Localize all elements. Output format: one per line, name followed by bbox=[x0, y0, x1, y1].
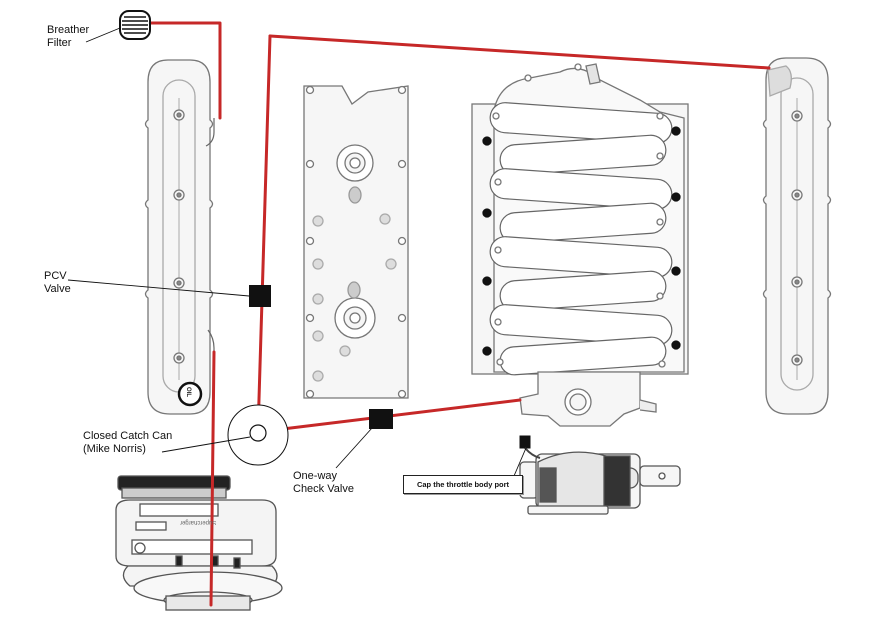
oil-cap-label: OIL bbox=[185, 387, 191, 397]
throttle-body-assembly bbox=[519, 451, 681, 515]
throttle-body-port-cap bbox=[519, 435, 531, 449]
timing-cover bbox=[303, 85, 409, 399]
breather-filter bbox=[119, 10, 151, 40]
breather-filter-label: Breather Filter bbox=[47, 24, 90, 49]
breather-hose bbox=[148, 21, 222, 120]
supercharger bbox=[115, 475, 283, 611]
catch-can-label: Closed Catch Can (Mike Norris) bbox=[83, 430, 173, 455]
supercharger-vent-hose bbox=[209, 350, 216, 607]
intake-manifold bbox=[471, 63, 689, 427]
left-valve-cover bbox=[144, 59, 214, 415]
pcv-valve-label: PCV Valve bbox=[44, 270, 71, 295]
pcv-valve bbox=[249, 285, 271, 307]
supercharger-brand-label: Supercharger bbox=[180, 519, 217, 525]
throttle-body-callout: Cap the throttle body port bbox=[403, 475, 523, 494]
leader-lines bbox=[67, 27, 527, 477]
check-valve-label: One-way Check Valve bbox=[293, 470, 354, 495]
catch-can bbox=[227, 404, 289, 466]
oil-cap bbox=[177, 381, 203, 407]
pcv-drop-hose bbox=[256, 34, 272, 434]
pcv-hose bbox=[268, 34, 771, 70]
check-valve bbox=[369, 409, 393, 429]
left-breather-fittings bbox=[205, 118, 215, 356]
throttle-port-fitting bbox=[524, 447, 541, 459]
right-valve-cover bbox=[762, 57, 832, 415]
